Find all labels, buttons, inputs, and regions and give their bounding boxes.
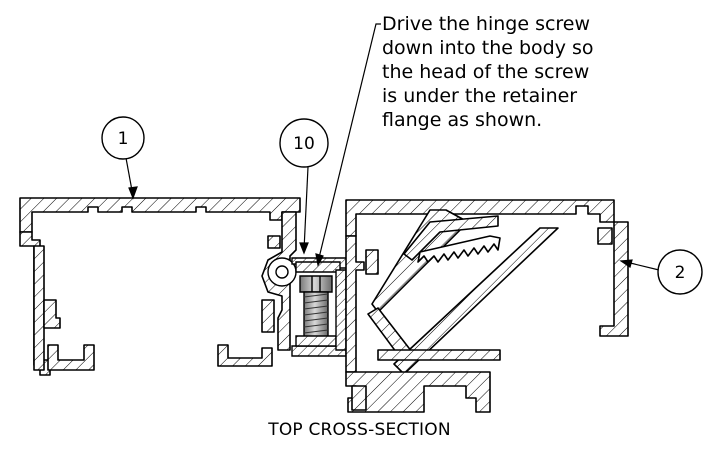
- instruction-line: Drive the hinge screw: [382, 13, 591, 35]
- instruction-line: is under the retainer: [382, 85, 578, 107]
- instruction-line: down into the body so: [382, 37, 594, 59]
- balloon-2-label: 2: [675, 263, 686, 283]
- instruction-line: flange as shown.: [382, 109, 543, 131]
- left-extrusion: [19, 197, 301, 376]
- leader-lines: [125, 23, 660, 271]
- balloon-1: 1: [101, 116, 145, 160]
- hinge-screw-assembly: [267, 257, 351, 357]
- balloon-1-label: 1: [118, 129, 129, 149]
- instruction-note: Drive the hinge screw down into the body…: [382, 12, 702, 132]
- right-extrusion: [345, 199, 629, 413]
- balloon-10-label: 10: [293, 134, 315, 154]
- instruction-line: the head of the screw: [382, 61, 590, 83]
- section-caption: TOP CROSS-SECTION: [268, 420, 451, 440]
- balloon-10: 10: [279, 118, 329, 168]
- balloon-2: 2: [657, 249, 703, 295]
